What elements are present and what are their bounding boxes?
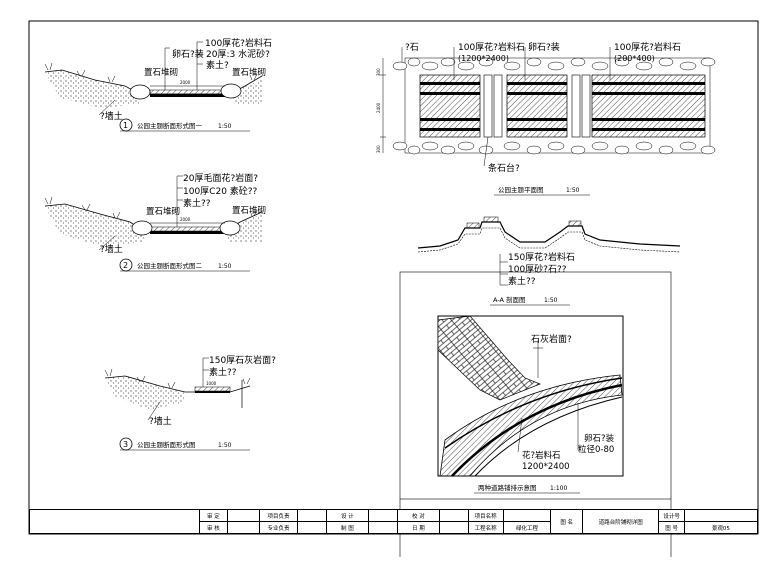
section-3-drawing — [104, 357, 251, 421]
tb-r1-c7 — [439, 509, 469, 522]
plan-label-5: (200*400) — [614, 54, 655, 63]
detail-frame — [399, 271, 672, 500]
aa-scale: 1:50 — [544, 297, 558, 304]
tb-r2-c7 — [439, 521, 469, 534]
tb-r2-c9: 绿化工程 — [502, 521, 552, 534]
tb-r2-c3 — [297, 521, 327, 534]
s2-label-1: 100厚C20 素砼?? — [183, 185, 258, 197]
tb-r2-c5 — [368, 521, 398, 534]
title-block: 审 定 项目负责 设 计 校 对 项目名称 图 名 道路台阶铺砌详图 设计号 审… — [29, 509, 759, 534]
plan-dim-2: 300 — [376, 145, 381, 153]
plan-label-1: 100厚花?岩料石 — [458, 41, 525, 53]
s1-label-5: 置石堆砌 — [232, 67, 266, 78]
s2-label-4: 置石堆砌 — [232, 205, 266, 216]
s1-label-3: 素土? — [206, 59, 229, 71]
tb-r1-c1 — [227, 509, 260, 522]
sheet-frame — [28, 20, 759, 535]
tb-r1-c13 — [683, 509, 759, 522]
plan-label-3: 卵石?装 — [528, 41, 560, 53]
plan-dim-0: 300 — [376, 68, 381, 76]
s2-caption: 公园主题断面形式图二 — [137, 261, 203, 270]
section-2-drawing — [44, 175, 263, 251]
s1-label-6: ?墙土 — [100, 110, 123, 122]
detail-label-2: 粒径0-80 — [578, 444, 614, 455]
plan-scale: 1:50 — [566, 187, 580, 194]
plan-dim-1: 2400 — [376, 102, 381, 113]
plan-drawing — [380, 47, 716, 167]
s3-label-1: 素土?? — [209, 366, 237, 378]
tb-r2-c6: 日 期 — [396, 521, 441, 534]
tb-r1-c3 — [297, 509, 327, 522]
plan-label-2: (1200*2400) — [458, 54, 509, 63]
detail-label-0: 石灰岩面? — [531, 333, 572, 345]
section-1-drawing — [44, 41, 263, 116]
s2-scale: 1:50 — [218, 263, 232, 270]
tb-r2-c1 — [227, 521, 260, 534]
tb-r2-c13: 景观05 — [683, 521, 759, 534]
s1-caption: 公园主题断面形式图一 — [137, 121, 203, 130]
s1-label-1: 卵石?装 — [172, 48, 204, 60]
detail-drawing — [437, 315, 624, 477]
aa-caption: A-A 剖面图 — [493, 295, 526, 304]
s3-label-0: 150厚石灰岩面? — [209, 354, 276, 366]
detail-label-3: 花?岩料石 — [522, 450, 561, 461]
s2-label-5: ?墙土 — [100, 243, 123, 255]
plan-label-4: 100厚花?岩料石 — [614, 41, 681, 53]
detail-label-1: 卵石?装 — [584, 433, 615, 444]
tb-r2-c0: 审 核 — [198, 521, 229, 534]
s2-label-3: 置石堆砌 — [146, 206, 180, 217]
s3-dim: 1000 — [206, 381, 217, 386]
s3-caption-no: 3 — [123, 440, 128, 449]
tb-r1-c8: 项目名称 — [467, 509, 504, 522]
s3-caption: 公园主题断面形式图 — [137, 440, 196, 449]
tb-r1-c6: 校 对 — [396, 509, 441, 522]
s2-caption-no: 2 — [123, 261, 128, 270]
tb-r2-c8: 工程名称 — [467, 521, 504, 534]
tb-r2-c2: 专业负责 — [258, 521, 299, 534]
tb-r2-c12: 图 号 — [658, 521, 685, 534]
tb-r1-c5 — [368, 509, 398, 522]
logo-cell — [29, 509, 200, 534]
tb-r1-c9 — [502, 509, 552, 522]
tb-r1-c4: 设 计 — [325, 509, 370, 522]
s1-caption-no: 1 — [123, 121, 128, 130]
plan-label-0: ?石 — [405, 43, 419, 53]
detail-label-4: 1200*2400 — [522, 462, 570, 472]
detail-scale: 1:100 — [550, 485, 567, 492]
s1-scale: 1:50 — [218, 123, 232, 130]
detail-caption: 两种道路铺排示意图 — [478, 483, 537, 492]
tb-r1-c2: 项目负责 — [258, 509, 299, 522]
s2-dim: 2000 — [180, 217, 191, 222]
s3-scale: 1:50 — [218, 442, 232, 449]
s1-label-4: 置石堆砌 — [144, 67, 178, 78]
tb-r1-c11: 道路台阶铺砌详图 — [582, 509, 660, 534]
plan-label-6: 条石台? — [488, 162, 520, 174]
tb-r1-c10: 图 名 — [550, 509, 584, 534]
s1-label-2: 20厚:3 水泥砂? — [206, 48, 270, 60]
tb-r1-c0: 审 定 — [198, 509, 229, 522]
tb-r1-c12: 设计号 — [658, 509, 685, 522]
aa-label-2: 素土?? — [508, 275, 536, 287]
aa-label-1: 100厚砂?石?? — [508, 263, 567, 275]
s2-label-2: 素土?? — [183, 197, 211, 209]
plan-caption: 公园主题平面图 — [498, 185, 544, 194]
s2-label-0: 20厚毛面花?岩面? — [183, 172, 258, 184]
s1-label-0: 100厚花?岩料石 — [205, 37, 272, 49]
aa-label-0: 150厚花?岩料石 — [508, 251, 575, 263]
s1-dim: 2000 — [180, 80, 191, 85]
aa-section-drawing — [417, 216, 681, 286]
s3-label-2: ?墙土 — [149, 415, 172, 427]
tb-r2-c4: 制 图 — [325, 521, 370, 534]
